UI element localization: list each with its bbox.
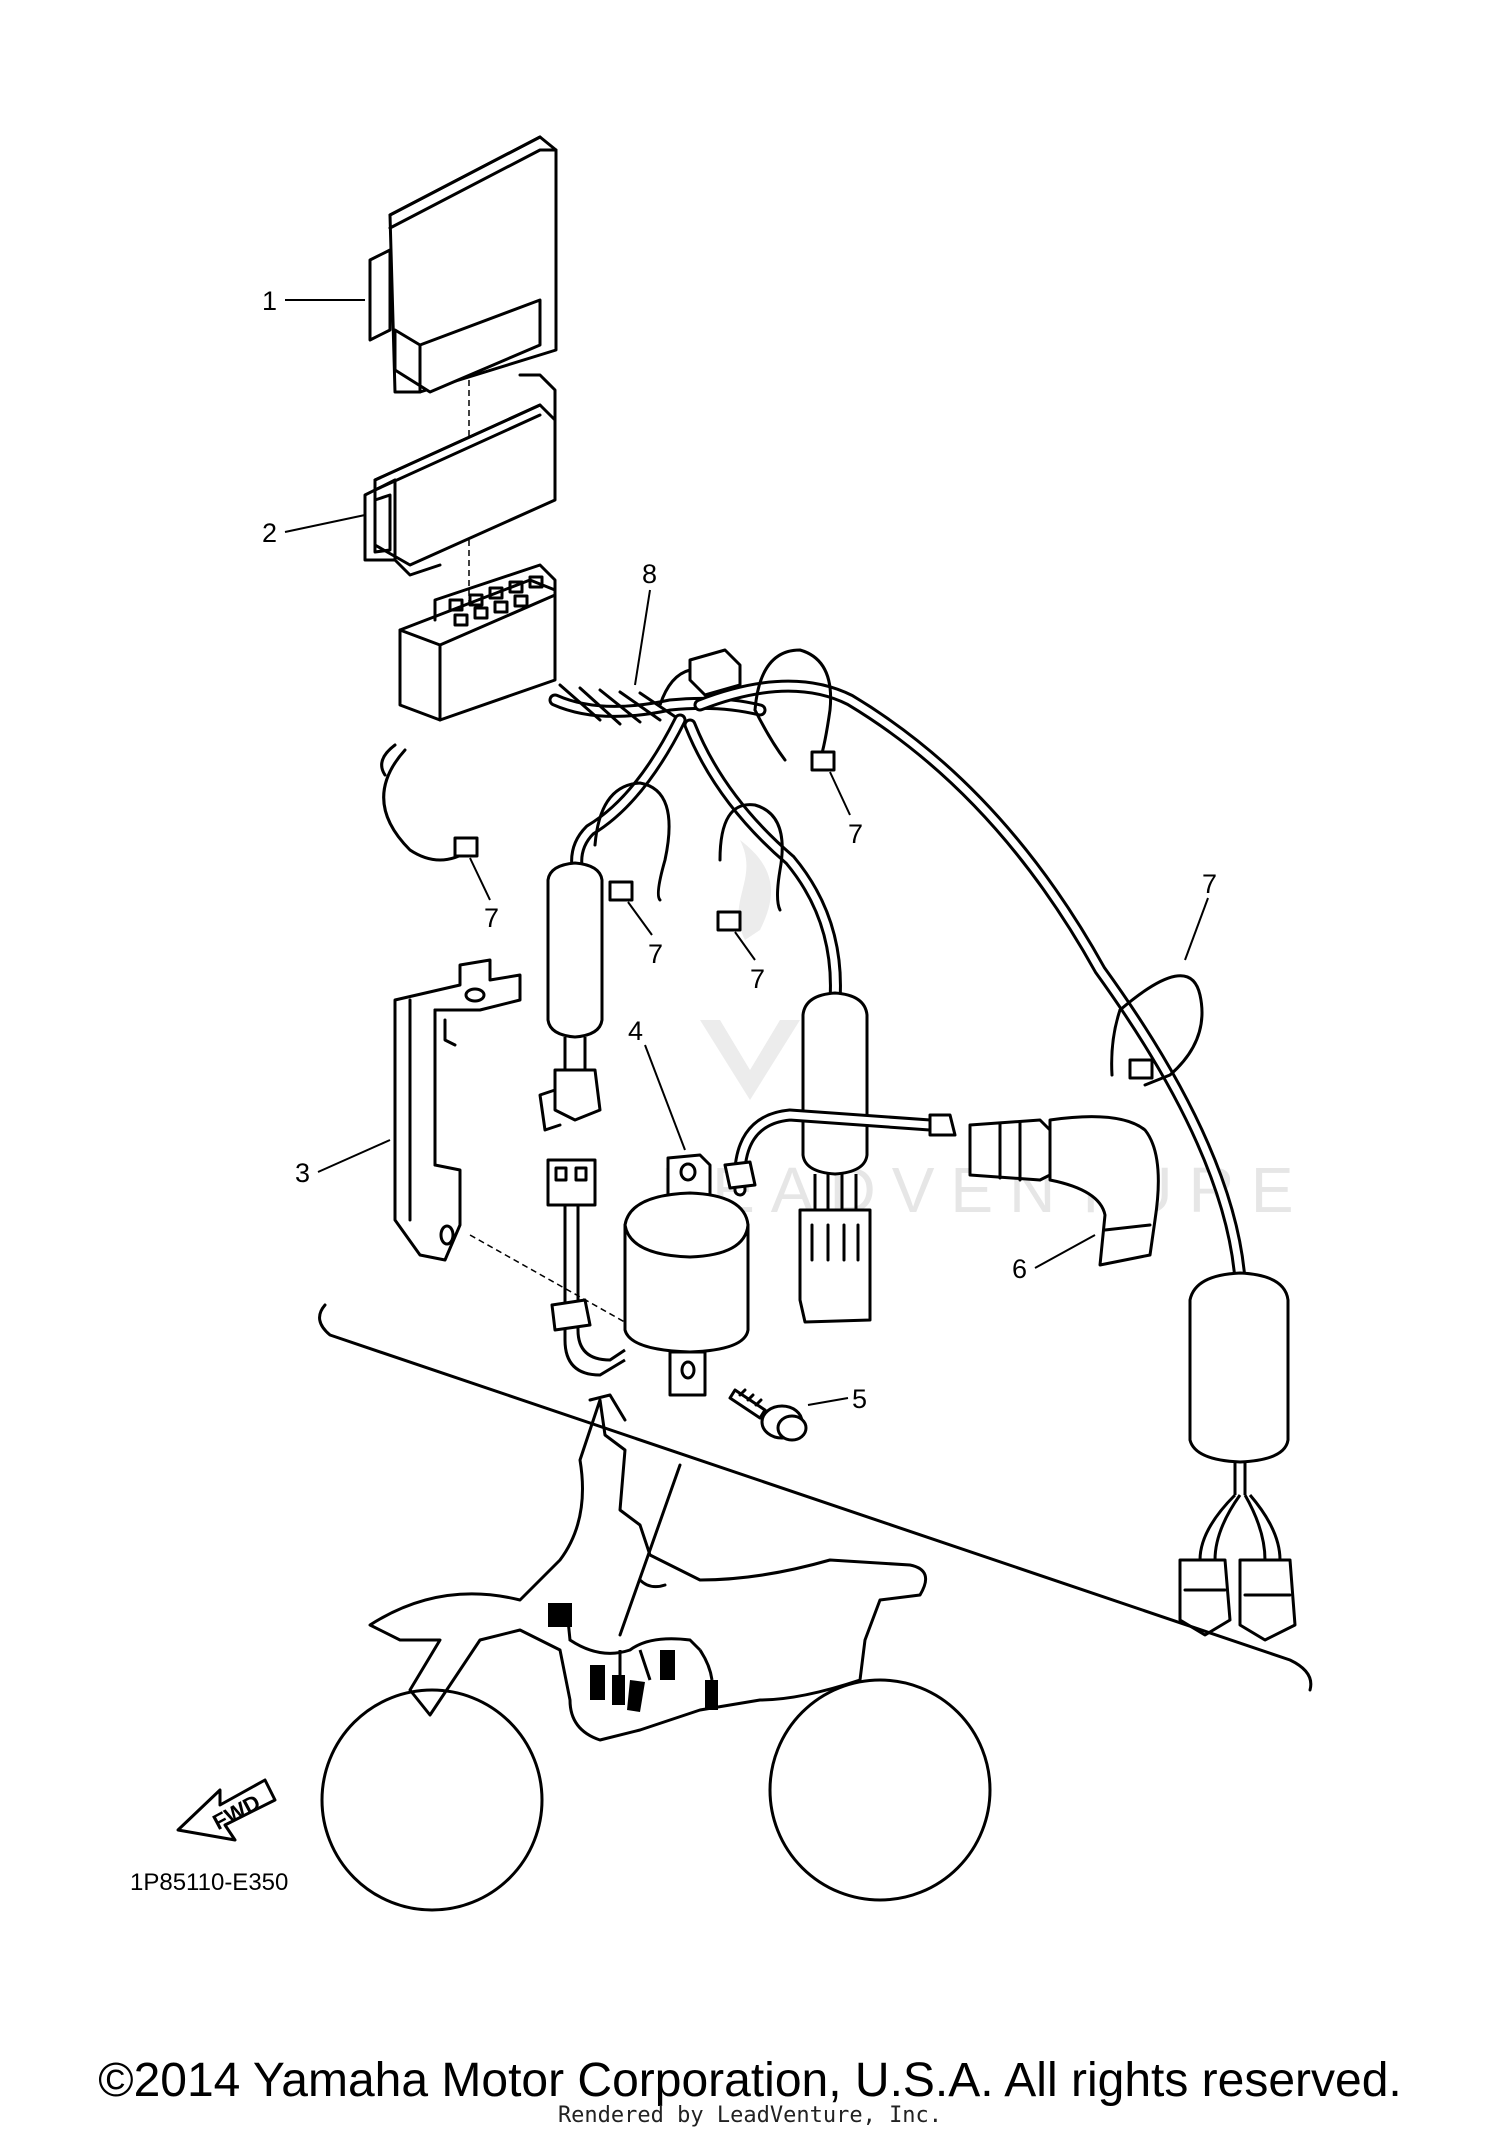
svg-text:3: 3 [295, 1158, 310, 1188]
cable-tie-a[interactable] [380, 743, 479, 862]
callout-7-tie-c[interactable]: 7 [627, 901, 663, 969]
cable-tie-d[interactable] [716, 803, 784, 932]
ecu-bracket[interactable] [363, 373, 557, 577]
callout-6[interactable]: 6 [1012, 1234, 1096, 1284]
svg-text:5: 5 [852, 1384, 867, 1414]
svg-text:2: 2 [262, 518, 277, 548]
svg-text:7: 7 [648, 939, 663, 969]
callout-7-tie-a[interactable]: 7 [469, 857, 499, 933]
spark-plug-cap[interactable] [968, 1115, 1160, 1267]
wire-harness[interactable] [398, 563, 1297, 1642]
flange-bolt[interactable] [728, 1388, 808, 1442]
callout-7-tie-b[interactable]: 7 [829, 771, 863, 849]
callout-3[interactable]: 3 [295, 1139, 391, 1188]
callout-7-tie-e[interactable]: 7 [1184, 869, 1217, 961]
svg-text:7: 7 [750, 964, 765, 994]
rendered-by-notice: Rendered by LeadVenture, Inc. [557, 2103, 943, 2128]
callout-1[interactable]: 1 [262, 286, 365, 316]
mounting-bracket[interactable] [393, 958, 522, 1262]
callout-7-tie-d[interactable]: 7 [734, 931, 765, 994]
svg-text:7: 7 [484, 903, 499, 933]
svg-text:7: 7 [1202, 869, 1217, 899]
ignition-coil[interactable] [546, 1108, 957, 1397]
motorcycle-location-view [320, 1393, 992, 1912]
connector-pins [448, 575, 544, 627]
assembly-line-3 [469, 1234, 631, 1326]
callout-5[interactable]: 5 [807, 1384, 867, 1414]
figure-code: 1P85110-E350 [130, 1869, 288, 1896]
svg-text:1: 1 [262, 286, 277, 316]
zoom-pointer [618, 1463, 682, 1637]
svg-text:6: 6 [1012, 1254, 1027, 1284]
copyright-notice: ©2014 Yamaha Motor Corporation, U.S.A. A… [98, 2054, 1402, 2107]
svg-text:4: 4 [628, 1016, 643, 1046]
svg-text:7: 7 [848, 819, 863, 849]
zoom-bracket [318, 1303, 1313, 1692]
cable-tie-c[interactable] [593, 781, 671, 902]
cable-tie-b[interactable] [753, 648, 836, 772]
callout-8[interactable]: 8 [634, 559, 657, 686]
callout-4[interactable]: 4 [628, 1016, 686, 1151]
forward-direction-arrow: FWD [176, 1778, 277, 1842]
svg-text:8: 8 [642, 559, 657, 589]
callout-2[interactable]: 2 [262, 514, 366, 548]
ecu-unit[interactable] [368, 135, 558, 394]
cable-tie-e[interactable] [1110, 974, 1204, 1087]
